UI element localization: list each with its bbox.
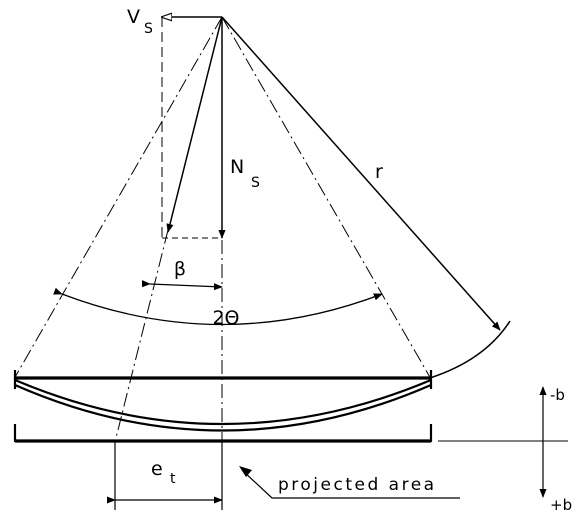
- r-label: r: [375, 161, 383, 183]
- ns-label: N: [230, 156, 244, 178]
- minus-b-label: -b: [550, 386, 565, 404]
- leader-polyline: [241, 469, 460, 499]
- radius-arc: [429, 320, 511, 379]
- resultant-extension-line: [114, 229, 169, 443]
- vs-label: V: [127, 6, 140, 28]
- beta-dimension-line: [141, 280, 223, 291]
- curved-surface-upper: [14, 378, 432, 426]
- projected-area-leader: [241, 469, 460, 499]
- ns-subscript: S: [251, 175, 260, 191]
- right-cone-line: [221, 16, 432, 380]
- left-cone-line: [13, 16, 223, 380]
- two-theta-label: 2Θ: [212, 307, 239, 329]
- leader-arrowhead: [239, 466, 252, 477]
- resultant-arrow: [166, 16, 223, 233]
- two-theta-arc: [53, 287, 383, 326]
- et-dimension: [106, 442, 223, 510]
- force-vectors: [162, 16, 501, 331]
- radius-r-arrow: [221, 16, 501, 331]
- curved-surface-lower: [14, 383, 432, 432]
- plus-b-label: +b: [550, 496, 572, 514]
- projected-area-label: projected area: [278, 475, 437, 495]
- beta-label: β: [174, 258, 186, 280]
- construction-lines: [13, 16, 432, 443]
- et-label: e: [151, 458, 163, 480]
- bearing-plate: [13, 370, 433, 443]
- vs-subscript: S: [144, 21, 153, 37]
- et-subscript: t: [170, 471, 176, 487]
